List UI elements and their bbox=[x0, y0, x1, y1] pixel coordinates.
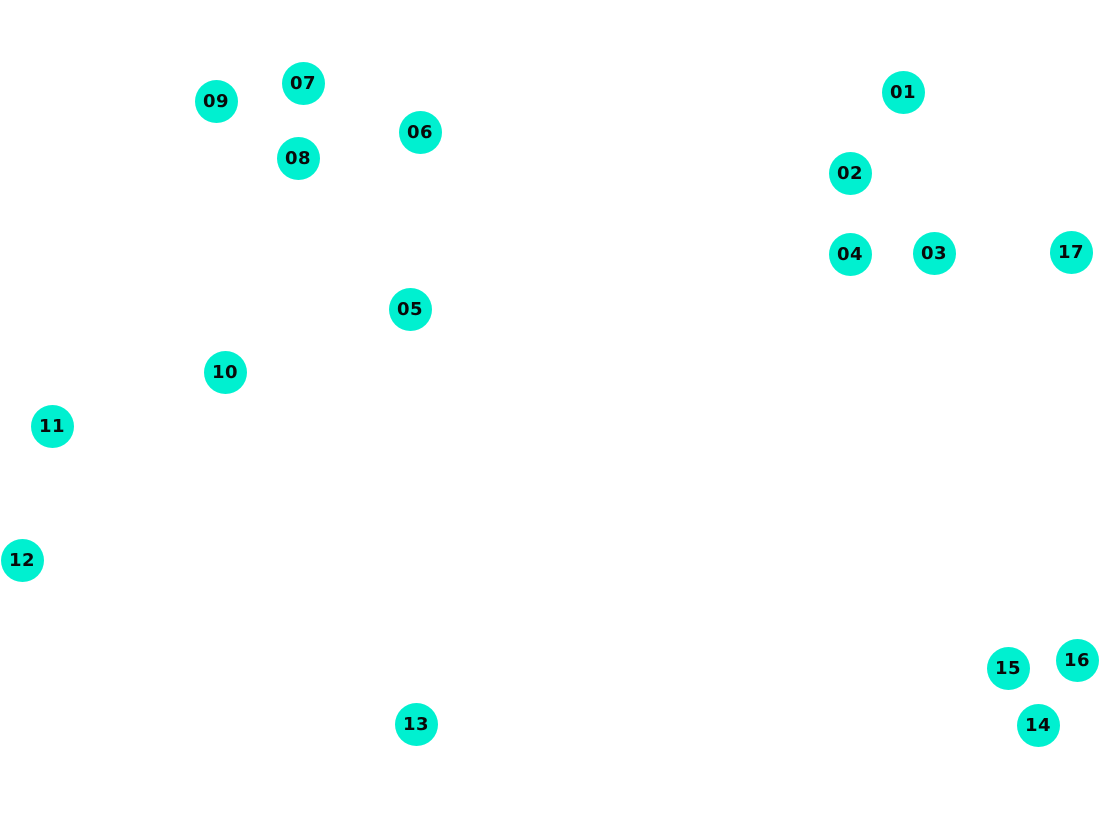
marker-02[interactable]: 02 bbox=[828, 151, 872, 195]
marker-14[interactable]: 14 bbox=[1016, 703, 1060, 747]
marker-13[interactable]: 13 bbox=[394, 702, 438, 746]
marker-09[interactable]: 09 bbox=[194, 79, 238, 123]
marker-17[interactable]: 17 bbox=[1049, 230, 1093, 274]
marker-10[interactable]: 10 bbox=[203, 350, 247, 394]
marker-06[interactable]: 06 bbox=[398, 110, 442, 154]
marker-16[interactable]: 16 bbox=[1055, 638, 1099, 682]
marker-11[interactable]: 11 bbox=[30, 404, 74, 448]
marker-08[interactable]: 08 bbox=[276, 136, 320, 180]
marker-04[interactable]: 04 bbox=[828, 232, 872, 276]
marker-15[interactable]: 15 bbox=[986, 646, 1030, 690]
marker-07[interactable]: 07 bbox=[281, 61, 325, 105]
marker-12[interactable]: 12 bbox=[0, 538, 44, 582]
marker-05[interactable]: 05 bbox=[388, 287, 432, 331]
marker-03[interactable]: 03 bbox=[912, 231, 956, 275]
marker-01[interactable]: 01 bbox=[881, 70, 925, 114]
